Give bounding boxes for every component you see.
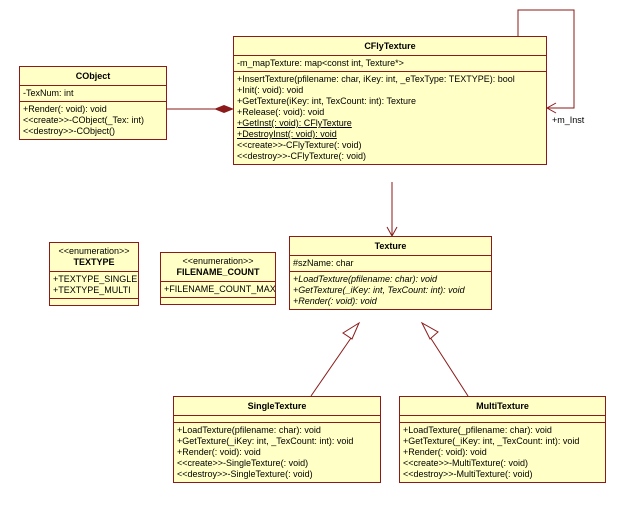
attribute: -m_mapTexture: map<const int, Texture*> [237, 58, 404, 68]
operation: +Init(: void): void [237, 85, 304, 95]
composition-diamond [214, 105, 234, 113]
attributes-section: -m_mapTexture: map<const int, Texture*> [234, 55, 546, 71]
attributes-section: -TexNum: int [20, 85, 166, 101]
operation: <<create>>-MultiTexture(: void) [403, 458, 529, 468]
class-cflytexture[interactable]: CFlyTexture -m_mapTexture: map<const int… [233, 36, 547, 165]
enum-literal: +TEXTYPE_MULTI [53, 285, 131, 295]
static-operation: +DestroyInst(: void): void [237, 129, 337, 139]
literals-section: +FILENAME_COUNT_MAX [161, 281, 275, 297]
operation: <<create>>-CObject(_Tex: int) [23, 115, 145, 125]
operations-section: +LoadTexture(_pfilename: char): void +Ge… [400, 422, 605, 482]
operation: <<create>>-CFlyTexture(: void) [237, 140, 362, 150]
operation: +LoadTexture(pfilename: char): void [177, 425, 321, 435]
operation: +Render(: void): void [403, 447, 487, 457]
class-name: Texture [374, 241, 407, 251]
class-texture[interactable]: Texture #szName: char +LoadTexture(pfile… [289, 236, 492, 310]
generalization-single-triangle [342, 321, 361, 340]
static-operation: +GetInst(: void): CFlyTexture [237, 118, 352, 128]
literals-section: +TEXTYPE_SINGLE +TEXTYPE_MULTI [50, 271, 138, 298]
generalization-multi-line [429, 336, 469, 397]
class-name: CFlyTexture [364, 41, 416, 51]
enum-literal: +TEXTYPE_SINGLE [53, 274, 138, 284]
abstract-operation: +Render(: void): void [293, 296, 377, 306]
self-association-line [517, 9, 575, 109]
attribute: -TexNum: int [23, 88, 74, 98]
class-name: SingleTexture [247, 401, 307, 411]
generalization-multi-triangle [420, 321, 439, 340]
operation: <<create>>-SingleTexture(: void) [177, 458, 309, 468]
generalization-single-line [310, 337, 352, 397]
self-association-role-label: +m_Inst [552, 115, 585, 125]
empty-section [50, 298, 138, 305]
enum-literal: +FILENAME_COUNT_MAX [164, 284, 275, 294]
class-name: MultiTexture [476, 401, 529, 411]
operation: +InsertTexture(pfilename: char, iKey: in… [237, 74, 515, 84]
enum-textype[interactable]: <<enumeration>> TEXTYPE +TEXTYPE_SINGLE … [49, 242, 139, 306]
class-name: TEXTYPE [73, 257, 115, 267]
abstract-operation: +LoadTexture(pfilename: char): void [293, 274, 437, 284]
operation: +Render(: void): void [23, 104, 107, 114]
attribute: #szName: char [293, 258, 354, 268]
operation: +LoadTexture(_pfilename: char): void [403, 425, 552, 435]
operations-section: +LoadTexture(pfilename: char): void +Get… [174, 422, 380, 482]
stereotype-label: <<enumeration>> [182, 256, 254, 266]
operation: <<destroy>>-SingleTexture(: void) [177, 469, 313, 479]
operation: <<destroy>>-CObject() [23, 126, 116, 136]
operation: +GetTexture(_iKey: int, _TexCount: int):… [403, 436, 580, 446]
stereotype-label: <<enumeration>> [58, 246, 130, 256]
self-association-arrowhead [545, 102, 557, 114]
enum-filename-count[interactable]: <<enumeration>> FILENAME_COUNT +FILENAME… [160, 252, 276, 305]
class-multitexture[interactable]: MultiTexture +LoadTexture(_pfilename: ch… [399, 396, 606, 483]
abstract-operation: +GetTexture(_iKey: int, TexCount: int): … [293, 285, 465, 295]
attributes-section: #szName: char [290, 255, 491, 271]
class-name: FILENAME_COUNT [176, 267, 260, 277]
operation: +Render(: void): void [177, 447, 261, 457]
empty-section [161, 297, 275, 304]
operations-section: +Render(: void): void <<create>>-CObject… [20, 101, 166, 139]
operation: +Release(: void): void [237, 107, 325, 117]
class-name: CObject [75, 71, 111, 81]
class-cobject[interactable]: CObject -TexNum: int +Render(: void): vo… [19, 66, 167, 140]
operations-section: +InsertTexture(pfilename: char, iKey: in… [234, 71, 546, 164]
operation: <<destroy>>-MultiTexture(: void) [403, 469, 533, 479]
attributes-section [174, 415, 380, 422]
attributes-section [400, 415, 605, 422]
operations-section: +LoadTexture(pfilename: char): void +Get… [290, 271, 491, 309]
class-singletexture[interactable]: SingleTexture +LoadTexture(pfilename: ch… [173, 396, 381, 483]
operation: +GetTexture(iKey: int, TexCount: int): T… [237, 96, 417, 106]
operation: <<destroy>>-CFlyTexture(: void) [237, 151, 367, 161]
operation: +GetTexture(_iKey: int, _TexCount: int):… [177, 436, 354, 446]
